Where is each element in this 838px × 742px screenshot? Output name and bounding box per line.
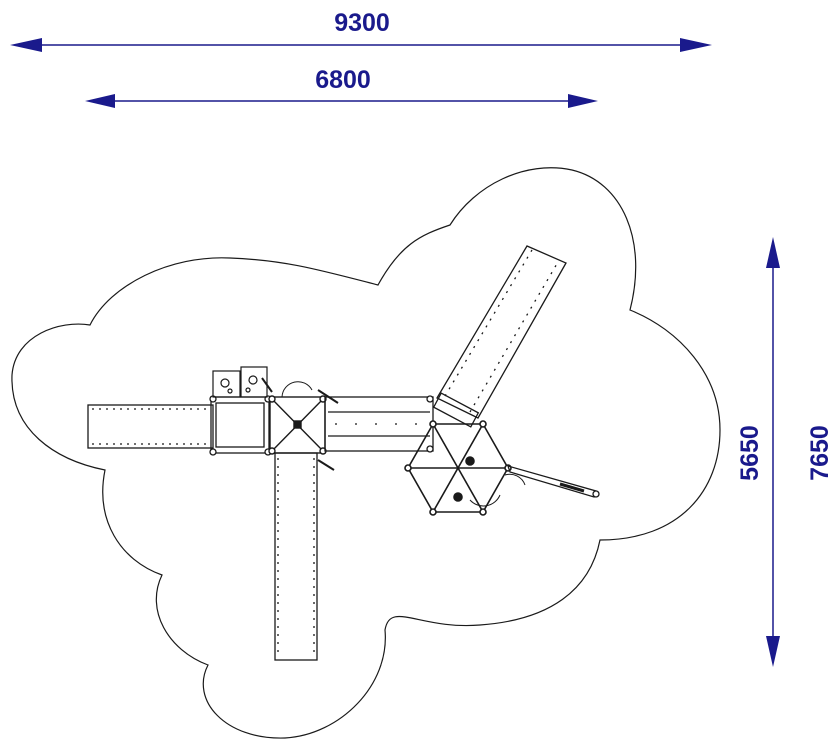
dimension-label-structure-depth: 5650	[736, 425, 764, 481]
middle-bridge	[324, 395, 434, 453]
dimension-label-overall-depth: 7650	[806, 425, 834, 481]
bottom-slide	[274, 452, 318, 661]
left-platform	[209, 395, 272, 456]
dimension-vertical	[766, 237, 780, 667]
dimension-label-overall-width: 9300	[334, 9, 390, 37]
climbing-panels	[212, 366, 273, 398]
safety-zone-outline	[11, 167, 721, 739]
right-pole-bar	[506, 465, 600, 498]
central-tower	[268, 381, 339, 471]
dimension-structure-width	[85, 94, 598, 108]
hexagonal-tower	[404, 420, 526, 516]
left-bridge	[87, 404, 214, 449]
dimension-label-structure-width: 6800	[315, 66, 371, 94]
diagonal-slide	[432, 245, 567, 428]
dimension-overall-width	[10, 38, 712, 52]
